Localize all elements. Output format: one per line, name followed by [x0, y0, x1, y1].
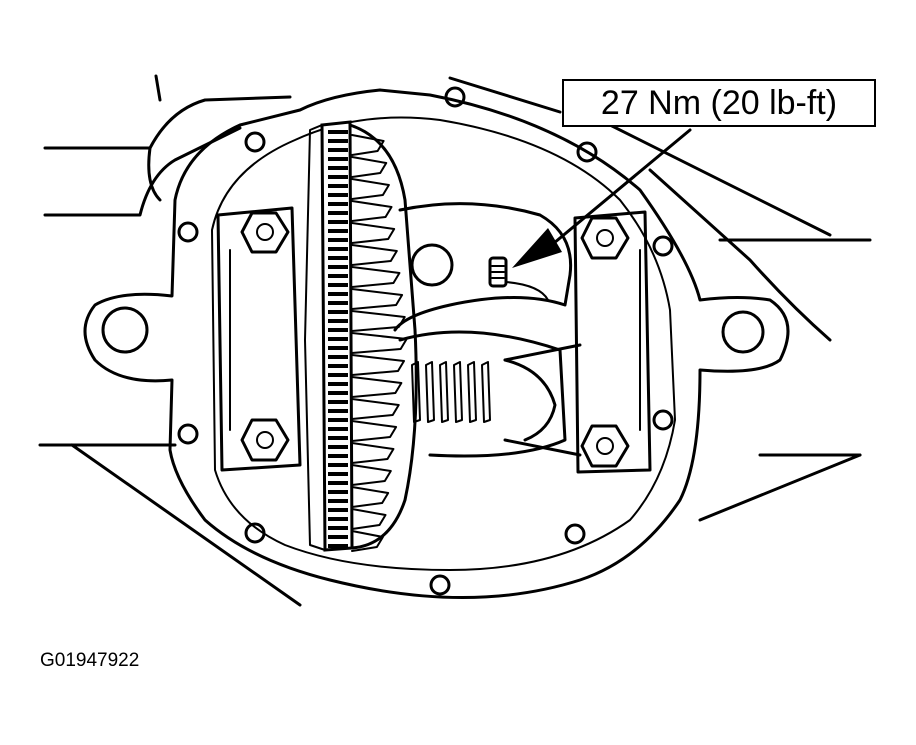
differential-case: [393, 202, 582, 458]
cross-shaft-lock-bolt: [488, 256, 549, 301]
figure-id: G01947922: [40, 650, 140, 671]
left-bearing-cap: [216, 206, 302, 472]
callout-leader-arrow: [512, 128, 692, 268]
right-ear-hole: [721, 310, 765, 354]
case-hole: [410, 243, 454, 287]
ring-gear: [304, 120, 418, 552]
torque-callout: 27 Nm (20 lb-ft): [562, 79, 876, 127]
cover-inner-edge: [211, 116, 676, 571]
axle-housing-lines: [38, 74, 872, 607]
left-ear-hole: [101, 306, 149, 354]
flange-bolt-holes: [177, 86, 674, 596]
cover-flange-outline: [83, 88, 790, 599]
right-bearing-cap: [573, 210, 652, 474]
